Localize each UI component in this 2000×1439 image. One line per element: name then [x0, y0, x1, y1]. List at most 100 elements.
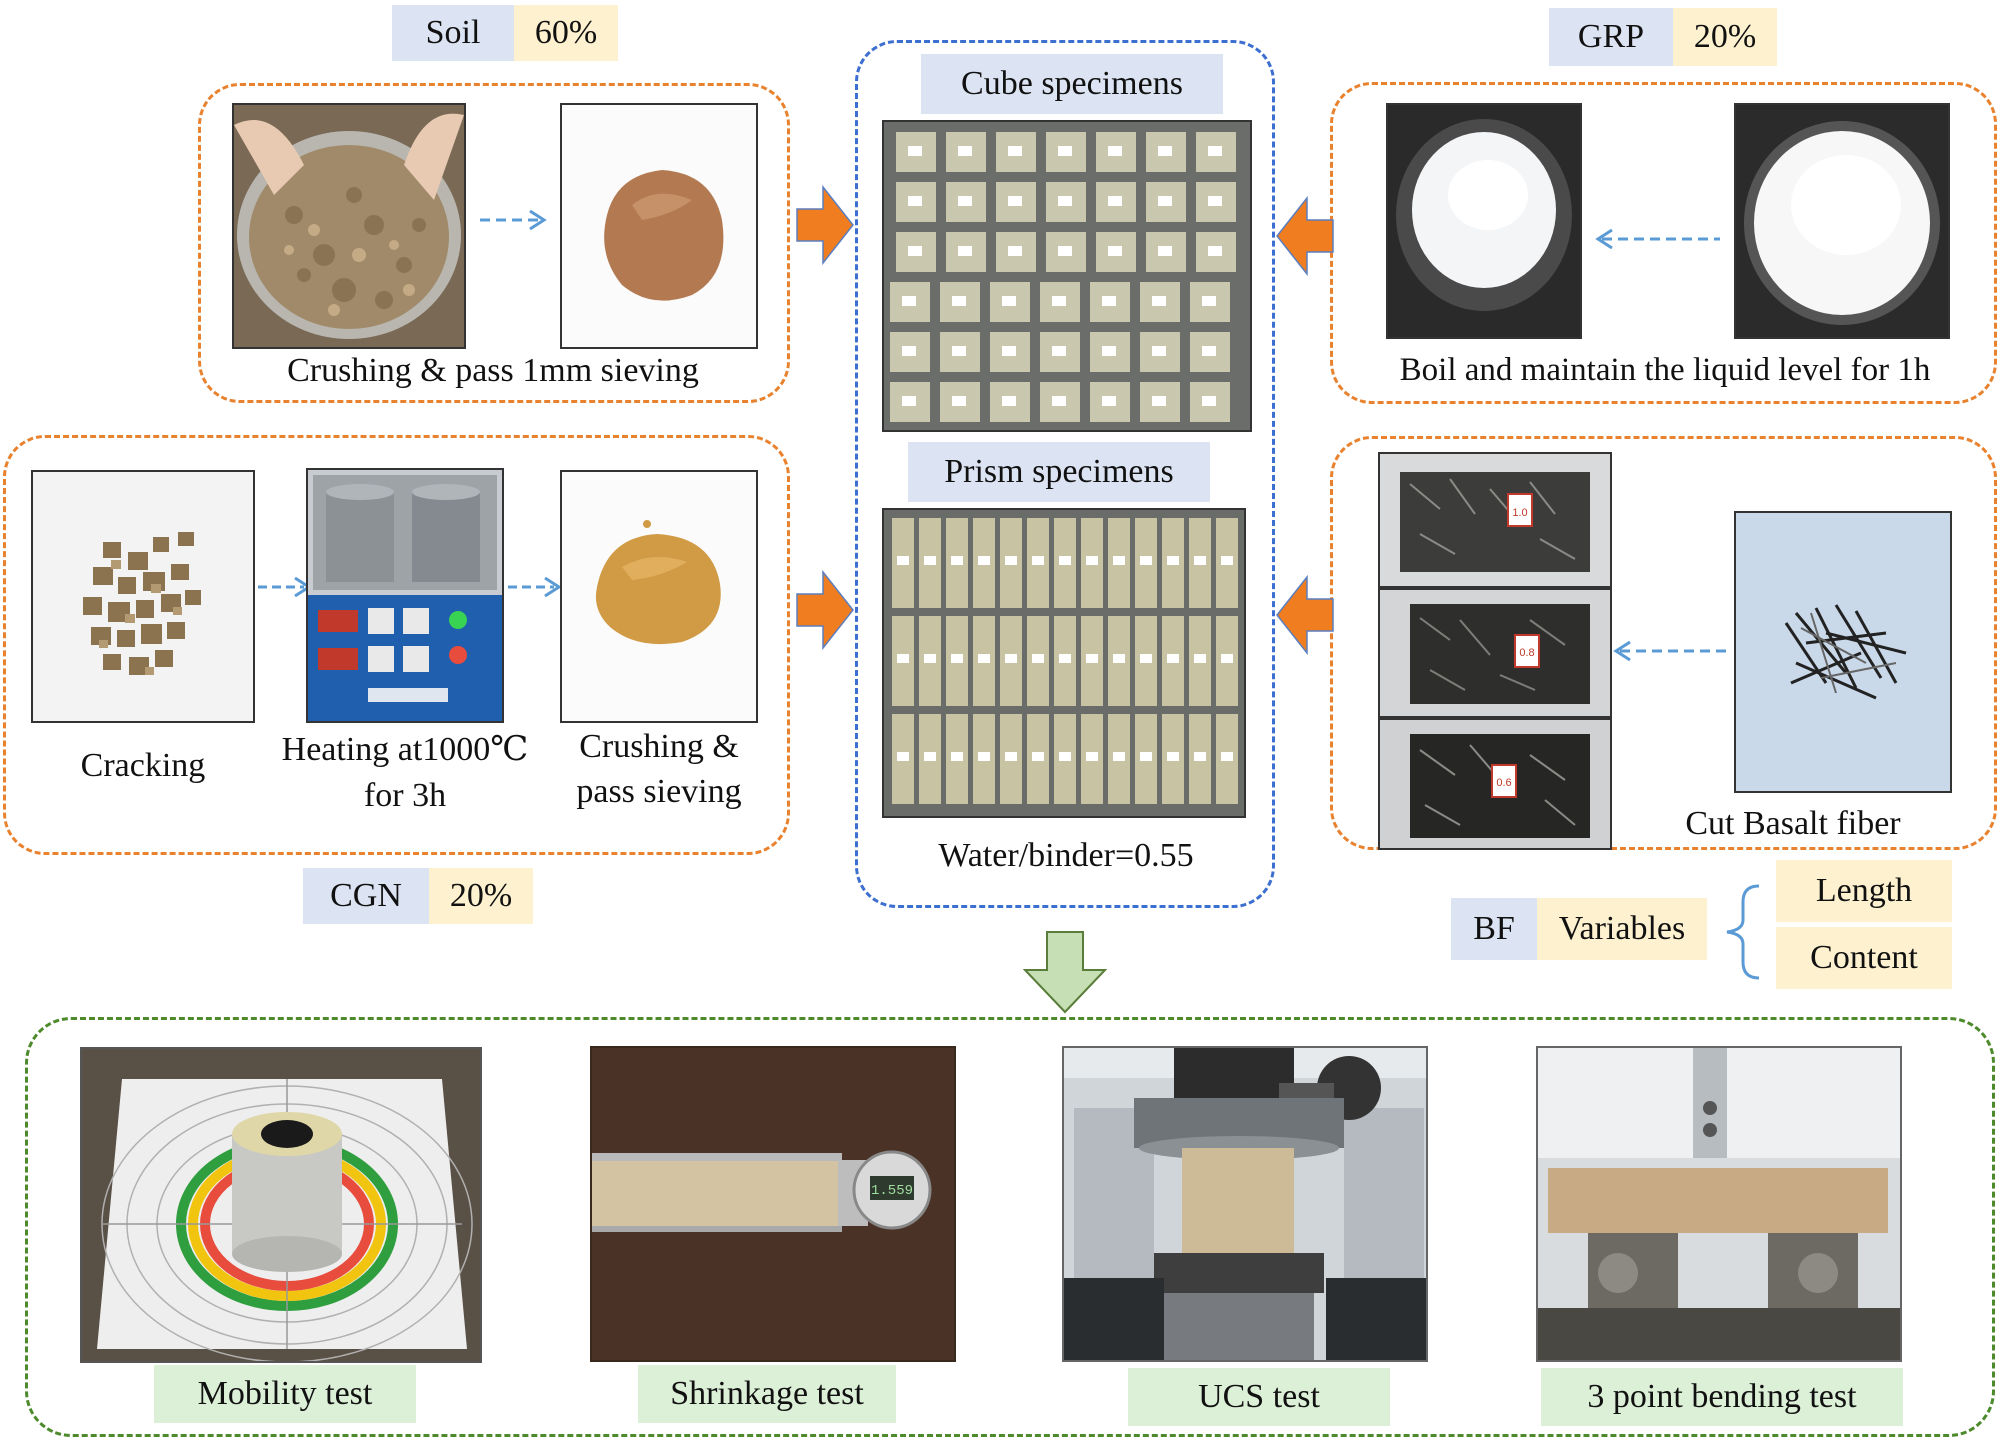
cube-specimen-label	[1208, 146, 1222, 156]
prism-specimen-label	[1059, 752, 1071, 761]
prism-specimen-label	[1140, 752, 1152, 761]
cube-specimen-label	[1202, 396, 1216, 406]
cube-specimen-label	[1008, 246, 1022, 256]
down-to-tests-arrow	[1023, 931, 1107, 1014]
bf-fiber-photo	[1734, 511, 1952, 793]
prism-specimen-label	[1059, 654, 1071, 663]
cgn-name-tag: CGN	[303, 868, 429, 924]
cube-specimen-label	[1052, 296, 1066, 306]
prism-specimen-label	[951, 654, 963, 663]
cube-specimen-label	[958, 146, 972, 156]
prism-specimen-label	[924, 654, 936, 663]
cube-specimen-label	[1152, 346, 1166, 356]
prism-specimen-label	[978, 752, 990, 761]
cube-specimen-label	[1152, 396, 1166, 406]
grp-step-arrow	[1595, 228, 1720, 250]
cube-specimen-label	[908, 196, 922, 206]
cube-specimen-label	[1102, 296, 1116, 306]
cube-specimen-label	[1152, 296, 1166, 306]
prism-specimen-label	[1005, 654, 1017, 663]
prism-specimen-label	[978, 654, 990, 663]
cgn-step2-caption-line1: Heating at1000℃	[281, 731, 529, 768]
cube-specimen-label	[1058, 146, 1072, 156]
grp-percent-tag: 20%	[1673, 8, 1777, 66]
cube-specimen-label	[1102, 346, 1116, 356]
cube-specimens-title: Cube specimens	[921, 54, 1223, 114]
prism-specimen-label	[1113, 556, 1125, 565]
tests-group-box	[25, 1017, 1995, 1437]
cube-specimen-label	[1008, 196, 1022, 206]
cube-specimen-label	[1002, 296, 1016, 306]
cube-specimen-label	[952, 346, 966, 356]
prism-specimen-label	[978, 556, 990, 565]
cube-specimen-label	[1002, 396, 1016, 406]
cgn-step1-caption: Cracking	[80, 747, 206, 784]
cube-specimen-label	[1158, 146, 1172, 156]
cube-specimen-label	[1208, 196, 1222, 206]
soil-bowl-photo	[232, 103, 466, 349]
cube-specimen-label	[952, 396, 966, 406]
prism-specimen-label	[924, 752, 936, 761]
grp-caption: Boil and maintain the liquid level for 1…	[1399, 352, 1931, 388]
prism-specimen-label	[1032, 752, 1044, 761]
prism-specimen-label	[1167, 752, 1179, 761]
cube-specimen-label	[908, 146, 922, 156]
bf-caption: Cut Basalt fiber	[1685, 805, 1901, 842]
cube-specimen-label	[1052, 346, 1066, 356]
cube-specimen-label	[1058, 246, 1072, 256]
prism-specimen-label	[1140, 654, 1152, 663]
bf-group-box	[1330, 436, 1997, 850]
water-binder-ratio: Water/binder=0.55	[938, 837, 1194, 874]
prism-specimen-label	[924, 556, 936, 565]
prism-specimen-label	[951, 752, 963, 761]
bending-test-photo	[1536, 1046, 1902, 1362]
grp-powder-photo	[1734, 103, 1950, 339]
prism-specimen-label	[897, 752, 909, 761]
soil-powder-photo	[560, 103, 758, 349]
bf-bag-label-3: 0.6	[1496, 777, 1511, 789]
bending-test-label: 3 point bending test	[1541, 1368, 1903, 1426]
cgn-cracked-photo	[31, 470, 255, 723]
prism-specimen-label	[1167, 654, 1179, 663]
cube-specimen-label	[1058, 196, 1072, 206]
bf-bag-label-1: 1.0	[1512, 507, 1527, 519]
prism-specimen-label	[1113, 752, 1125, 761]
prism-specimen-label	[1032, 654, 1044, 663]
bf-variables-brace	[1726, 884, 1760, 980]
cube-specimen-label	[908, 246, 922, 256]
prism-specimen-label	[1194, 654, 1206, 663]
soil-caption: Crushing & pass 1mm sieving	[287, 352, 699, 389]
cube-specimen-label	[1108, 196, 1122, 206]
grp-to-center-arrow	[1276, 196, 1334, 276]
cube-specimen-label	[1108, 246, 1122, 256]
mobility-test-label: Mobility test	[154, 1365, 416, 1423]
soil-step-arrow	[480, 209, 547, 231]
prism-specimen-label	[1086, 556, 1098, 565]
cgn-to-center-arrow	[796, 570, 854, 650]
cgn-step3-caption-line2: pass sieving	[576, 773, 742, 810]
cube-specimen-label	[1052, 396, 1066, 406]
soil-to-center-arrow	[796, 185, 854, 265]
shrinkage-gauge-reading: 1.559	[871, 1183, 913, 1199]
grp-name-tag: GRP	[1549, 8, 1673, 66]
prism-specimen-label	[1221, 556, 1233, 565]
prism-specimen-label	[1140, 556, 1152, 565]
prism-specimen-label	[1194, 752, 1206, 761]
cube-specimen-label	[1202, 296, 1216, 306]
cgn-step2-caption-line2: for 3h	[363, 777, 447, 814]
cgn-step3-caption-line1: Crushing &	[579, 728, 739, 765]
mobility-test-photo	[80, 1047, 482, 1363]
prism-specimen-label	[1032, 556, 1044, 565]
ucs-test-label: UCS test	[1128, 1368, 1390, 1426]
cgn-step-arrow-2	[508, 576, 562, 598]
prism-specimens-title: Prism specimens	[908, 442, 1210, 502]
cube-specimen-label	[1002, 346, 1016, 356]
cube-specimen-label	[1108, 146, 1122, 156]
bf-to-center-arrow	[1276, 575, 1334, 655]
cube-specimen-label	[902, 296, 916, 306]
prism-specimen-label	[1005, 752, 1017, 761]
cube-specimen-label	[1158, 246, 1172, 256]
cube-specimen-label	[902, 346, 916, 356]
soil-percent-tag: 60%	[514, 5, 618, 61]
cube-specimens-photo	[882, 120, 1252, 432]
